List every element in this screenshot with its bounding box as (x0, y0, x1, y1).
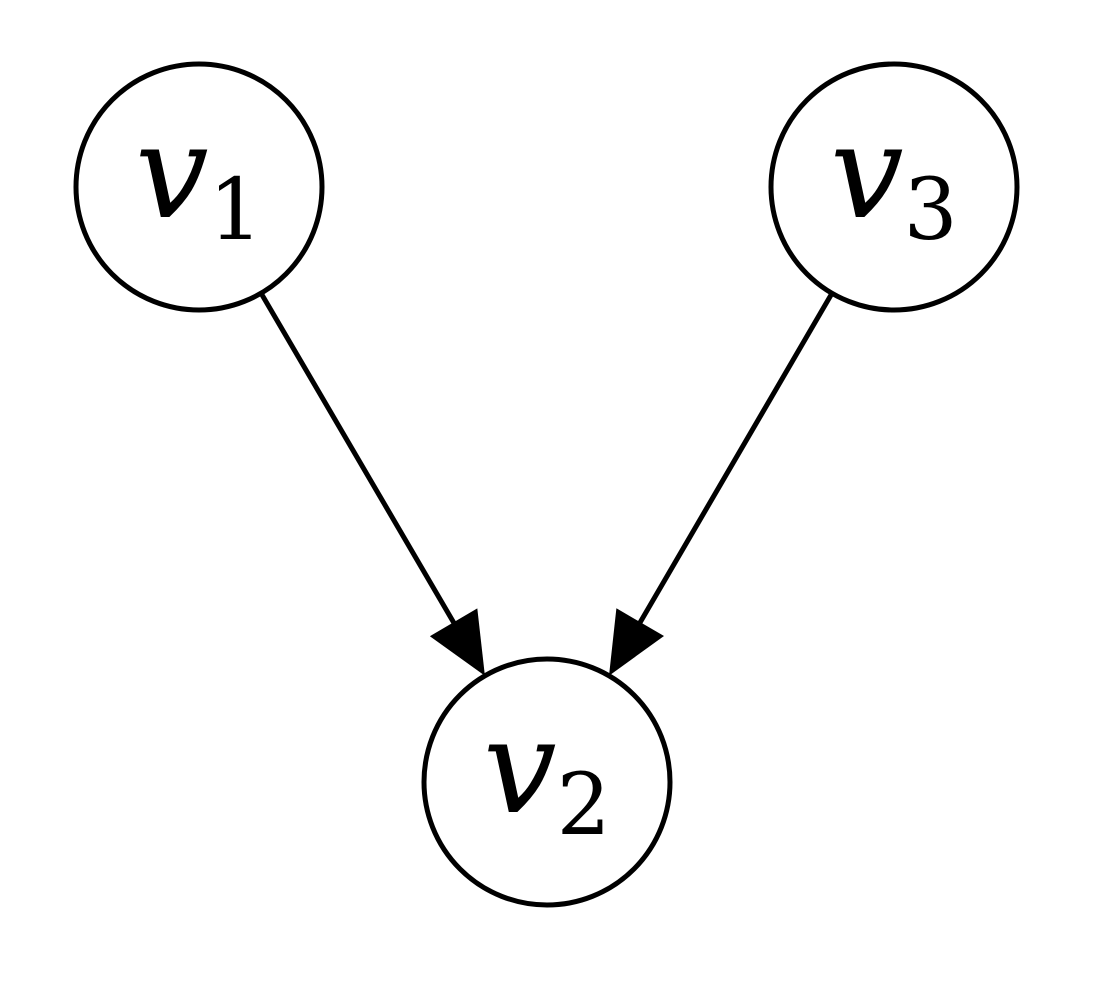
edge-line-v3-v2 (634, 292, 835, 631)
edge-v3-v2 (609, 292, 835, 676)
node-v1: v1 (73, 61, 325, 313)
arrowhead-icon (429, 608, 485, 676)
node-label-sub-v2: 2 (557, 756, 611, 855)
node-label-sub-v3: 3 (904, 161, 958, 260)
node-label-v3: v3 (830, 96, 958, 260)
node-circle-v2 (421, 656, 673, 908)
node-circle-v3 (768, 61, 1020, 313)
node-label-v2: v2 (483, 691, 611, 855)
node-v2: v2 (421, 656, 673, 908)
node-label-base-v3: v (830, 96, 903, 248)
edge-v1-v2 (258, 291, 485, 676)
node-label-base-v1: v (135, 96, 208, 248)
node-label-v1: v1 (135, 96, 263, 260)
node-label-base-v2: v (483, 691, 556, 843)
node-label-sub-v1: 1 (209, 161, 263, 260)
arrowhead-icon (609, 608, 664, 676)
node-v3: v3 (768, 61, 1020, 313)
node-circle-v1 (73, 61, 325, 313)
edge-line-v1-v2 (258, 291, 460, 631)
